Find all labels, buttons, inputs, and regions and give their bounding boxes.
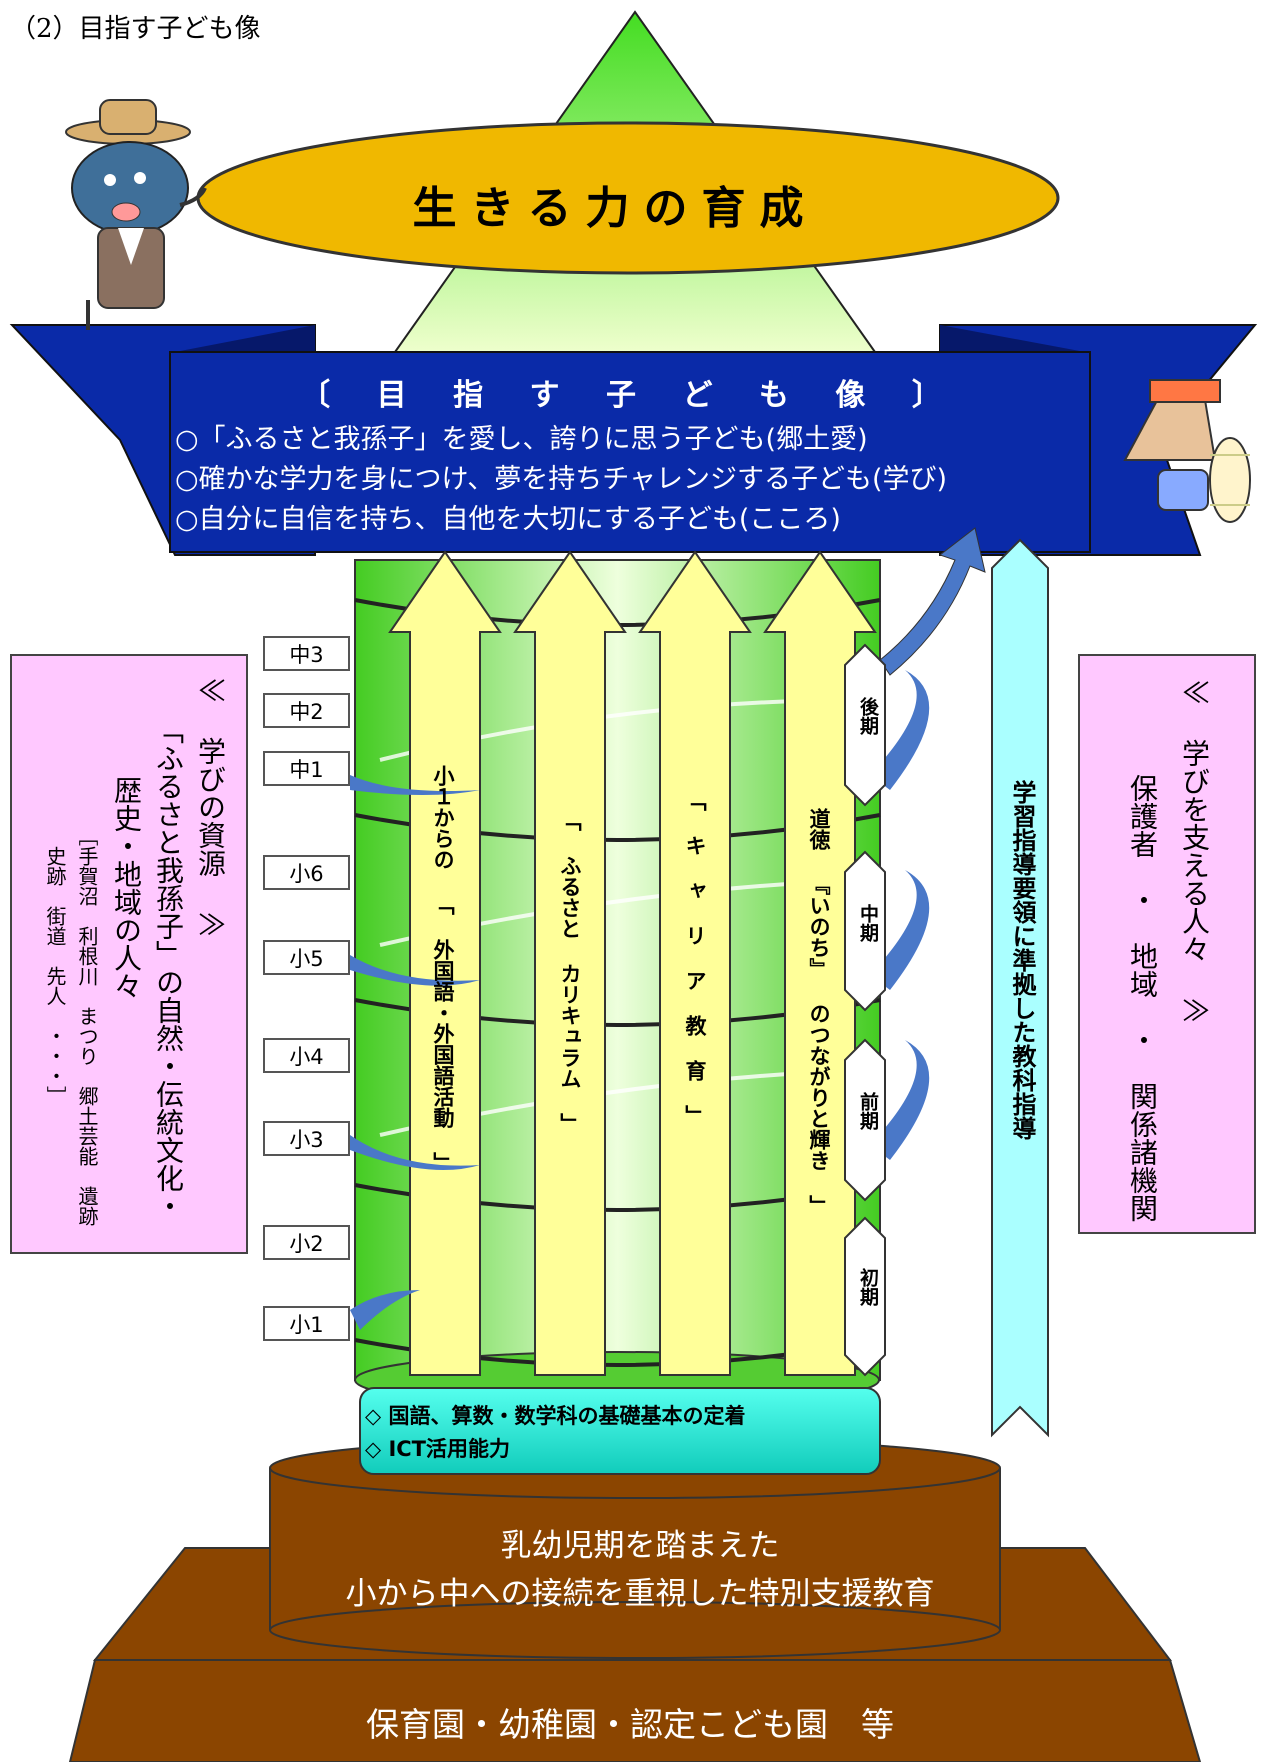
basics-panel — [359, 1387, 881, 1475]
arrow-label-furusato-curriculum: 「 ふるさと カリキュラム 」 — [558, 810, 582, 1134]
goal-line-heart: ○自分に自信を持ち、自他を大切にする子ども(こころ) — [175, 504, 841, 535]
main-title: 生きる力の育成 — [412, 183, 818, 234]
basics-item-ict: ◇ ICT活用能力 — [365, 1437, 511, 1461]
period-label-early: 前期 — [857, 1092, 879, 1130]
period-early-shape — [844, 1038, 886, 1202]
left-panel-line1: 「ふるさと我孫子」の自然・伝統文化・ — [152, 716, 185, 1220]
pedestal-text: 乳幼児期を踏まえた 小から中への接続を重視した特別支援教育 — [290, 1522, 990, 1618]
grade-label-e6: 小6 — [263, 855, 350, 890]
period-middle-shape — [844, 850, 886, 1012]
left-panel-line3: ［手賀沼 利根川 まつり 郷土芸能 遺跡 — [75, 826, 99, 1226]
basics-item-fundamentals: ◇ 国語、算数・数学科の基礎基本の定着 — [365, 1404, 746, 1428]
period-initial-shape — [844, 1216, 886, 1377]
goals-title: 〔 目 指 す 子 ど も 像 〕 — [300, 378, 960, 413]
period-label-middle: 中期 — [857, 904, 879, 942]
left-panel-learning-resources: ≪ 学びの資源 ≫ 「ふるさと我孫子」の自然・伝統文化・ 歴史・地域の人々 ［手… — [10, 654, 248, 1254]
arrow-foreign-language — [388, 550, 502, 1376]
ribbon-main — [169, 351, 1091, 553]
arrow-label-foreign-language: 小１からの 「 外国語・外国語活動 」 — [431, 765, 455, 1173]
arrow-furusato-curriculum — [513, 550, 627, 1376]
grade-label-e1: 小1 — [263, 1306, 350, 1341]
right-panel-title: ≪ 学びを支える人々 ≫ — [1178, 678, 1211, 1024]
period-late-shape — [844, 643, 886, 807]
arrow-label-moral-education: 道徳 『いのち』 のつながりと輝き 」 — [807, 808, 831, 1216]
left-panel-line2: 歴史・地域の人々 — [110, 776, 143, 1000]
left-panel-title: ≪ 学びの資源 ≫ — [194, 676, 227, 938]
guideline-text: 学習指導要領に準拠した教科指導 — [1008, 780, 1036, 1140]
grade-label-e5: 小5 — [263, 940, 350, 975]
left-panel-line4: 史跡 街道 先人 ・・・］ — [43, 846, 67, 1106]
right-panel-supporters: ≪ 学びを支える人々 ≫ 保護者 ・ 地域 ・ 関係諸機関 — [1078, 654, 1256, 1234]
pedestal-line2: 小から中への接続を重視した特別支援教育 — [345, 1576, 935, 1612]
section-heading: （2）目指す子ども像 — [10, 14, 261, 44]
period-label-initial: 初期 — [857, 1268, 879, 1306]
goal-line-hometown: ○「ふるさと我孫子」を愛し、誇りに思う子ども(郷土愛) — [175, 424, 868, 455]
pedestal-line1: 乳幼児期を踏まえた — [500, 1528, 780, 1564]
mascot-kappa-illustration — [65, 99, 207, 330]
curved-blue-arrow — [879, 527, 986, 676]
goals-box: 〔 目 指 す 子 ど も 像 〕 ○「ふるさと我孫子」を愛し、誇りに思う子ども… — [175, 370, 1085, 540]
base-text: 保育園・幼稚園・認定こども園 等 — [366, 1705, 894, 1744]
grade-label-j3: 中3 — [263, 636, 350, 671]
goal-line-learning: ○確かな学力を身につけ、夢を持ちチャレンジする子ども(学び) — [175, 464, 948, 495]
period-label-late: 後期 — [857, 697, 879, 735]
basics-box: ◇ 国語、算数・数学科の基礎基本の定着 ◇ ICT活用能力 — [365, 1400, 865, 1466]
grade-label-j2: 中2 — [263, 693, 350, 728]
right-panel-line1: 保護者 ・ 地域 ・ 関係諸機関 — [1126, 774, 1159, 1222]
mascot-festival-illustration — [1123, 379, 1251, 523]
grade-label-j1: 中1 — [263, 751, 350, 786]
grade-label-e4: 小4 — [263, 1038, 350, 1073]
guideline-arrow — [991, 538, 1049, 1438]
arrow-career-education — [638, 550, 752, 1376]
grade-label-e2: 小2 — [263, 1225, 350, 1260]
grade-label-e3: 小3 — [263, 1121, 350, 1156]
arrow-label-career-education: 「 キ ャ リ ア 教 育 」 — [683, 790, 707, 1126]
